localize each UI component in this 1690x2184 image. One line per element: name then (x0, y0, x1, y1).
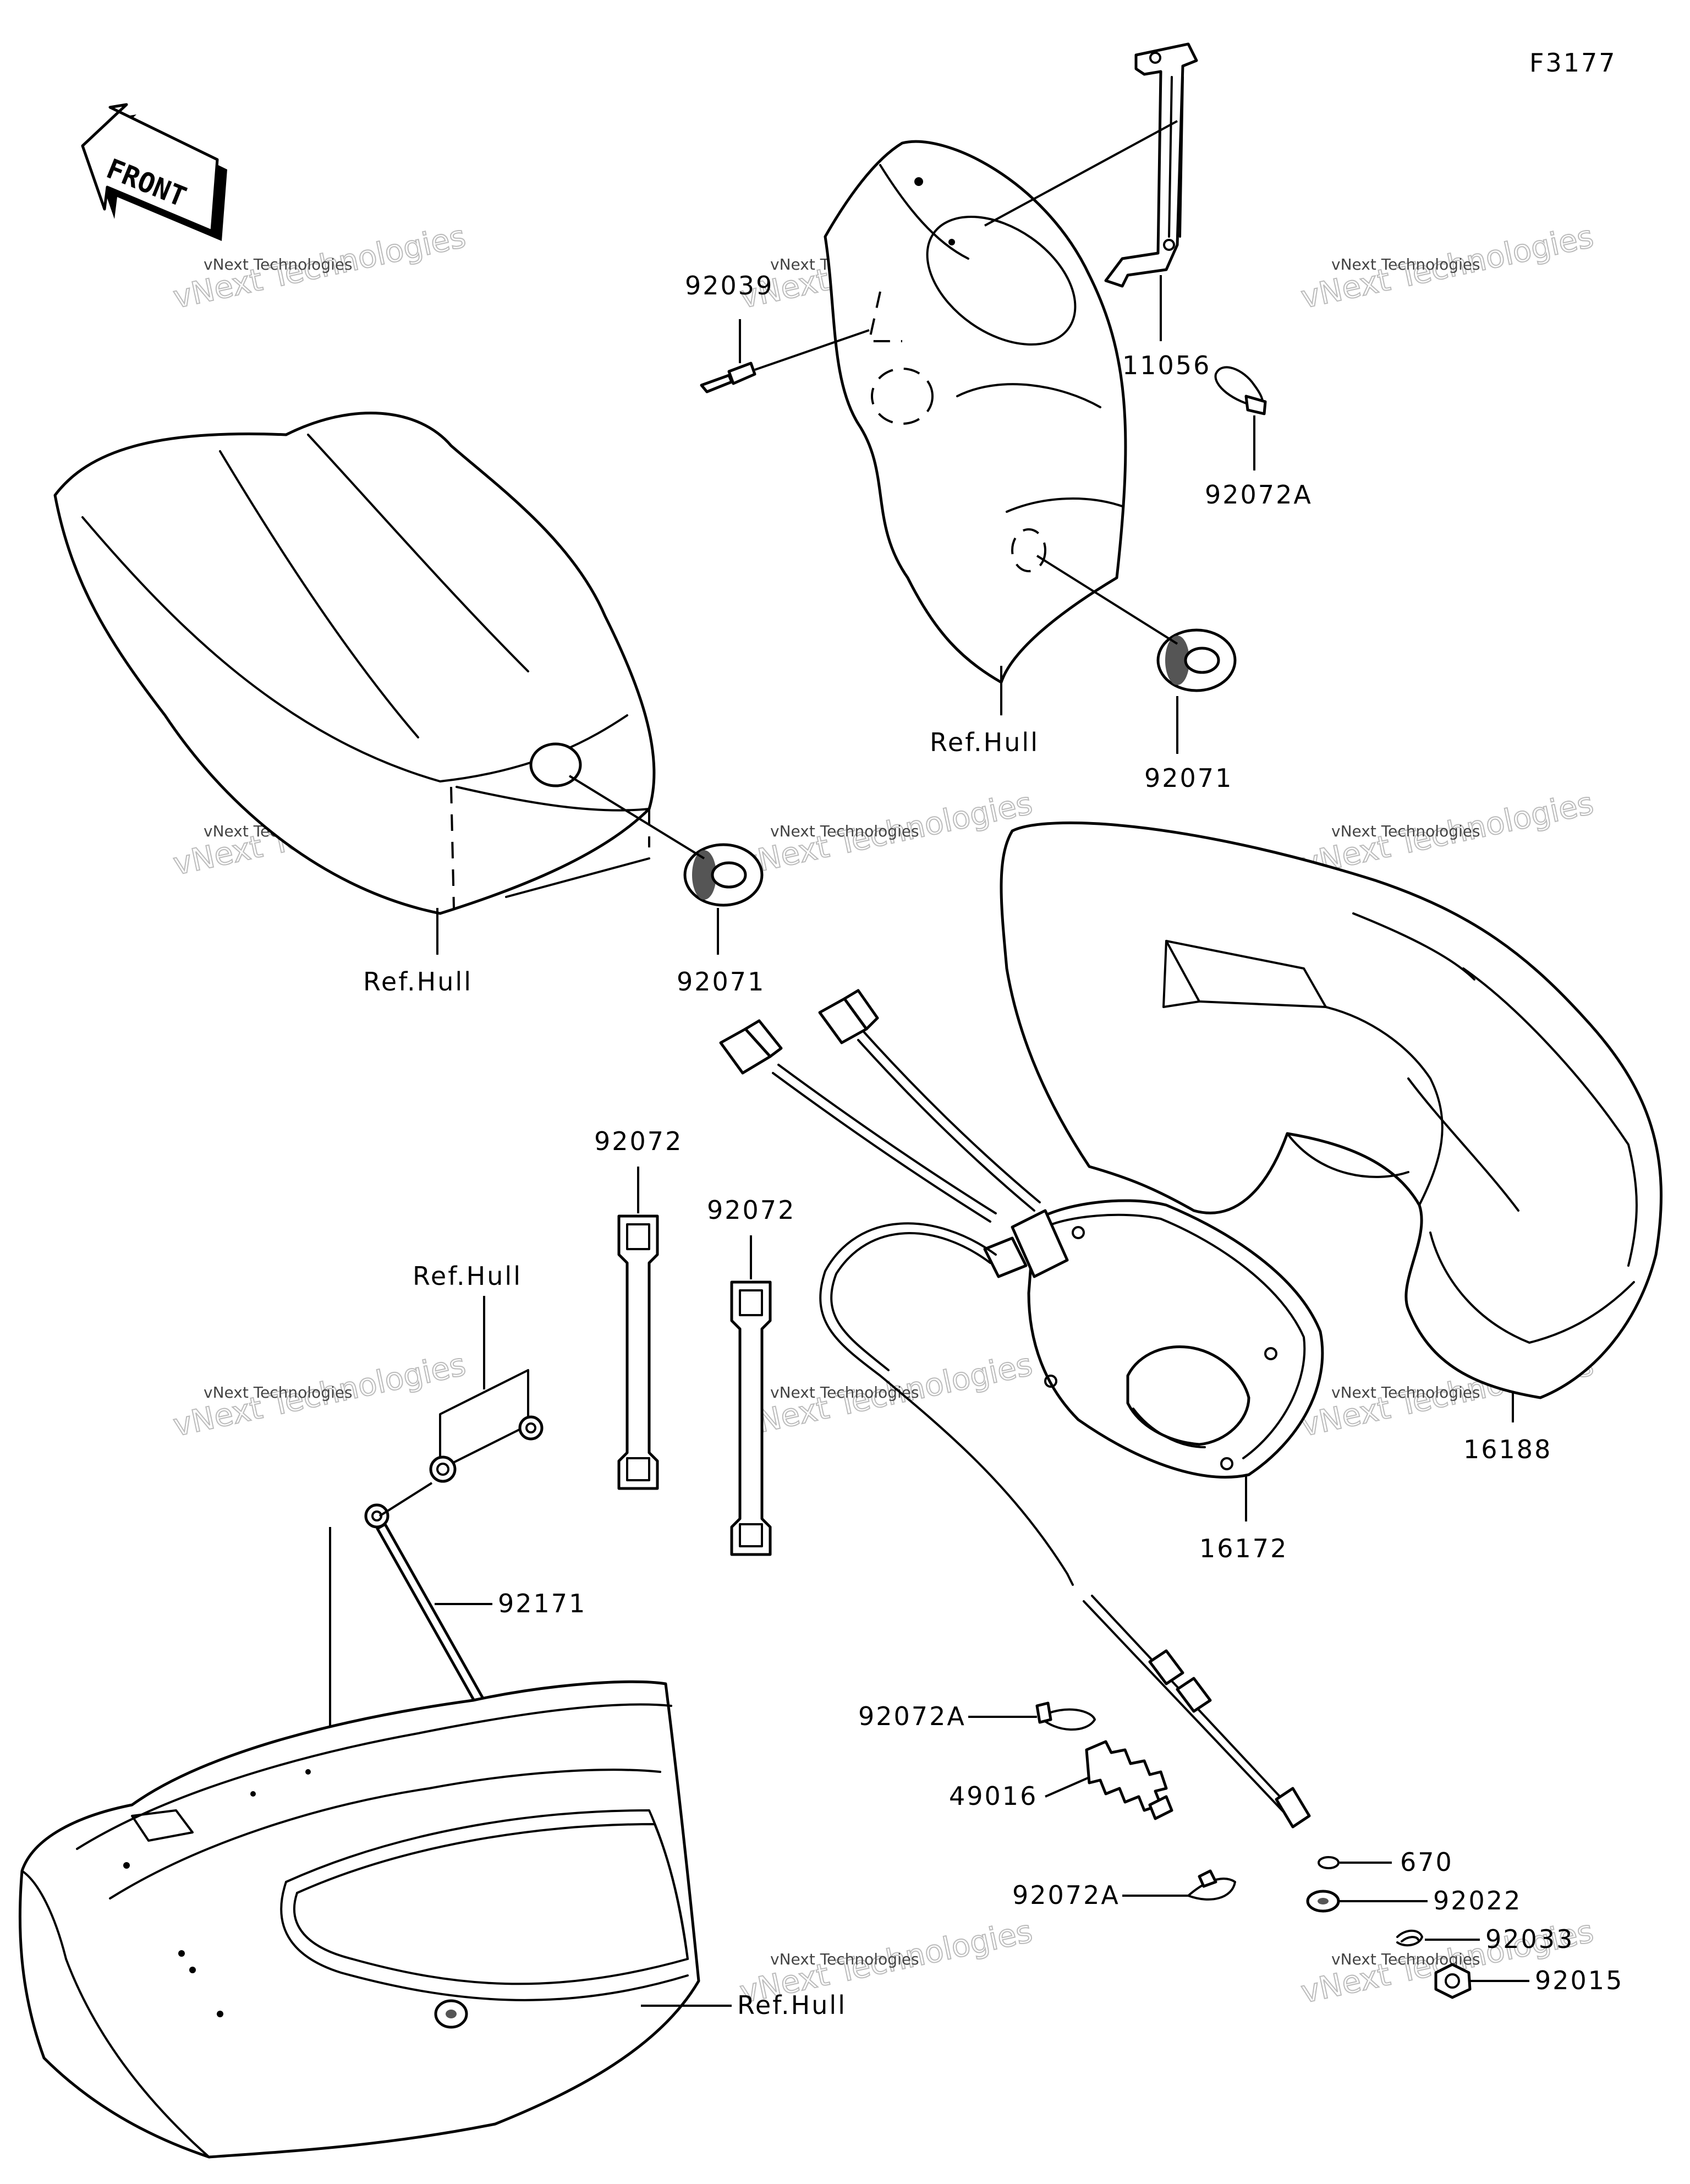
part-label-16188: 16188 (1463, 1435, 1552, 1464)
part-label-92072A-mid: 92072A (858, 1701, 966, 1731)
leader-line (378, 1482, 433, 1517)
ref-hull-label-bottom: Ref.Hull (737, 1990, 847, 2020)
svg-text:vNext Technologies: vNext Technologies (204, 1383, 353, 1402)
hull-top-center (824, 140, 1127, 684)
part-label-670: 670 (1400, 1847, 1453, 1877)
foam-block-16188 (1000, 821, 1663, 1399)
leader-line (754, 329, 870, 371)
part-label-92072-b: 92072 (707, 1195, 795, 1225)
part-label-16172: 16172 (1199, 1534, 1288, 1563)
part-label-92072-a: 92072 (594, 1126, 683, 1156)
wiring-harness (719, 989, 1069, 1278)
strap-92072-a (617, 1214, 659, 1490)
front-arrow-icon: FRONT (81, 103, 227, 241)
clamp-92072A-mid (1035, 1701, 1096, 1731)
part-label-92071-right: 92071 (1144, 763, 1233, 793)
svg-text:vNext Technologies: vNext Technologies (770, 822, 919, 840)
leader-line (984, 120, 1178, 227)
part-label-92171: 92171 (498, 1589, 586, 1618)
part-label-92022: 92022 (1433, 1886, 1522, 1915)
svg-text:vNext Technologies: vNext Technologies (770, 1383, 919, 1402)
part-label-92072A-top: 92072A (1205, 480, 1313, 510)
grommet-92071-right (1156, 628, 1237, 692)
hull-bottom-left (18, 1680, 700, 2159)
svg-text:vNext Technologies: vNext Technologies (1331, 822, 1480, 840)
ref-hull-label-left: Ref.Hull (363, 967, 473, 997)
lockwasher-92033 (1396, 1929, 1423, 1947)
svg-text:vNext Technologies: vNext Technologies (770, 1950, 919, 1968)
ref-hull-fragment-mid (429, 1369, 544, 1483)
part-label-11056: 11056 (1122, 351, 1211, 380)
control-cable (819, 1222, 1311, 1829)
oring-670 (1318, 1856, 1340, 1869)
ref-hull-label-top: Ref.Hull (930, 727, 1039, 757)
rivet-92039 (700, 362, 756, 393)
part-label-92033: 92033 (1485, 1924, 1574, 1954)
clamp-92072A-low (1187, 1869, 1236, 1901)
ref-hull-label-mid: Ref.Hull (413, 1261, 522, 1291)
bracket-11056 (1104, 42, 1198, 288)
control-box-16172 (1027, 1199, 1324, 1479)
leader-line (1036, 555, 1178, 645)
grommet-92071-left (683, 843, 764, 907)
part-label-92071-left: 92071 (677, 967, 765, 997)
part-label-49016: 49016 (949, 1781, 1038, 1811)
svg-text:vNext Technologies: vNext Technologies (1331, 255, 1480, 273)
part-label-92015: 92015 (1535, 1966, 1623, 1995)
part-label-92072A-low: 92072A (1012, 1880, 1120, 1910)
boot-49016 (1085, 1740, 1173, 1820)
nut-92015 (1434, 1963, 1472, 1999)
strap-92072-b (730, 1280, 772, 1556)
washer-92022 (1306, 1890, 1340, 1913)
svg-text:vNext Technologies: vNext Technologies (1331, 1950, 1480, 1968)
figure-code: F3177 (1529, 48, 1617, 78)
leader-line (568, 775, 705, 860)
svg-text:vNext Technologies: vNext Technologies (1331, 1383, 1480, 1402)
part-label-92039: 92039 (685, 271, 773, 300)
clamp-92072A-top (1214, 366, 1267, 415)
leader-line (1045, 1776, 1090, 1798)
svg-text:vNext Technologies: vNext Technologies (204, 255, 353, 273)
hull-seat-left (53, 412, 656, 915)
